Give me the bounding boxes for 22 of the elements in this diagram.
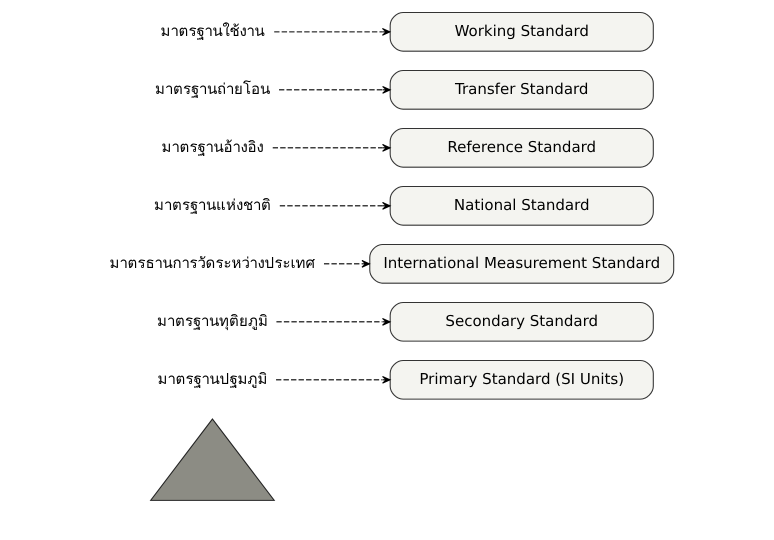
node-text: มาตรธานการวัดระหว่างประเทศ — [108, 254, 315, 272]
node-text: มาตรฐานใช้งาน — [160, 22, 264, 40]
node-text: มาตรฐานแห่งชาติ — [153, 196, 270, 214]
arrow — [279, 202, 390, 210]
arrow — [274, 28, 390, 36]
node-box: Working Standard — [389, 12, 654, 52]
arrow — [276, 318, 390, 326]
node-box: Reference Standard — [389, 128, 654, 168]
node-box: International Measurement Standard — [368, 244, 674, 284]
node-text: มาตรฐานถ่ายโอน — [154, 80, 270, 98]
arrow — [278, 86, 390, 94]
node-triangle — [149, 418, 275, 501]
node-box: National Standard — [389, 186, 654, 226]
node-text: มาตรฐานปฐมภูมิ — [156, 370, 267, 388]
node-box: Primary Standard (SI Units) — [389, 360, 654, 400]
arrow — [323, 260, 370, 268]
node-box: Transfer Standard — [389, 70, 654, 110]
arrow — [276, 376, 390, 384]
node-text: มาตรฐานทุติยภูมิ — [156, 312, 268, 330]
arrow — [272, 144, 390, 152]
node-text: มาตรฐานอ้างอิง — [160, 138, 263, 156]
node-box: Secondary Standard — [389, 302, 654, 342]
